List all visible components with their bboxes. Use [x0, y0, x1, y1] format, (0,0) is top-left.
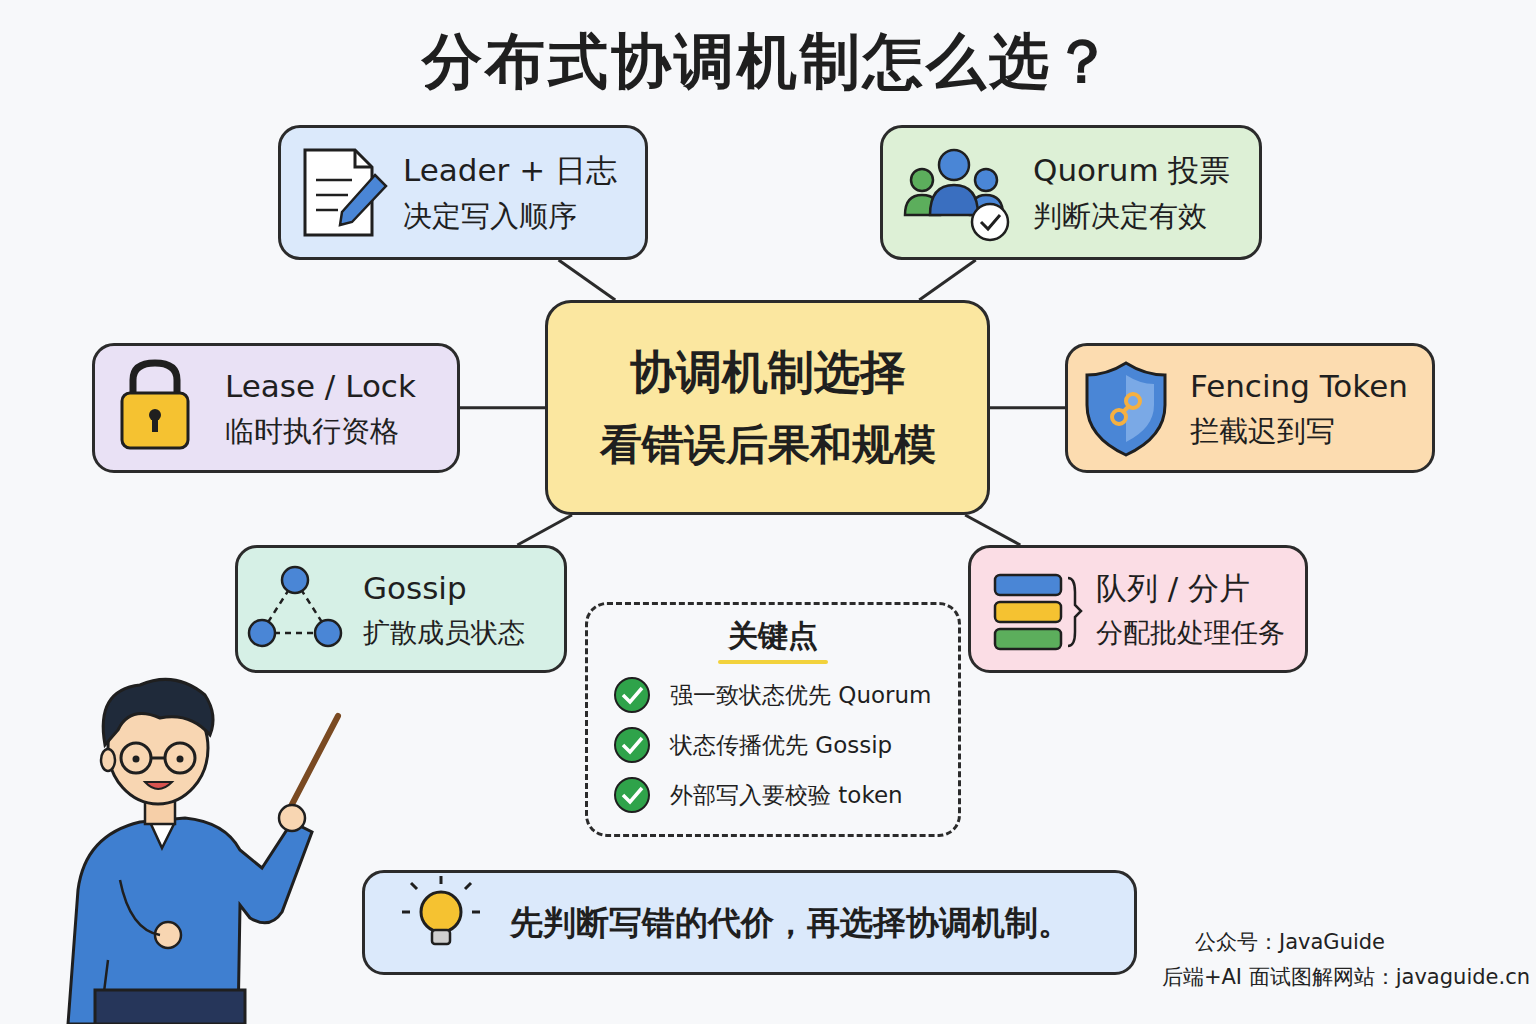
node-text: 外部写入要校验 token [670, 781, 903, 810]
watermark: 后端+AI 面试图解网站：javaguide.cn [1162, 963, 1530, 991]
node-heading: 先判断写错的代价，再选择协调机制。 [510, 902, 1071, 943]
node-text: 扩散成员状态 [363, 616, 525, 650]
connector [990, 407, 1065, 408]
node-text: 临时执行资格 [225, 413, 399, 449]
node-heading: Quorum 投票 [1033, 151, 1230, 190]
connector [919, 260, 975, 300]
connector [559, 260, 616, 300]
node-heading: Lease / Lock [225, 367, 416, 406]
connector [460, 407, 545, 408]
mechanism-box: Leader + 日志决定写入顺序 [278, 125, 648, 260]
check-icons [615, 678, 649, 812]
tip-box: 先判断写错的代价，再选择协调机制。 [362, 870, 1137, 975]
node-text: 看错误后果和规模 [600, 419, 936, 472]
node-heading: Gossip [363, 569, 467, 608]
node-heading: Fencing Token [1190, 367, 1408, 406]
node-heading: 关键点 [588, 617, 958, 655]
connector-line [990, 406, 1065, 409]
node-heading: Leader + 日志 [403, 151, 617, 190]
node-heading: 协调机制选择 [630, 344, 906, 402]
node-text: 拦截迟到写 [1190, 413, 1335, 449]
heading-underline [718, 660, 828, 664]
center-box: 协调机制选择看错误后果和规模 [545, 300, 990, 515]
connector-line [517, 515, 572, 545]
connector [517, 515, 572, 545]
node-text: 判断决定有效 [1033, 198, 1207, 234]
mechanism-box: Lease / Lock 临时执行资格 [92, 343, 460, 473]
mechanism-box: Gossip 扩散成员状态 [235, 545, 567, 673]
connector-line [965, 515, 1020, 545]
node-text: 状态传播优先 Gossip [670, 731, 892, 760]
mechanism-box: 队列 / 分片分配批处理任务 [968, 545, 1308, 673]
connector-line [919, 260, 975, 300]
node-text: 强一致状态优先 Quorum [670, 681, 932, 710]
watermark: 公众号：JavaGuide [1195, 928, 1385, 956]
node-heading: 队列 / 分片 [1096, 569, 1250, 608]
connector [965, 515, 1020, 545]
mechanism-box: Fencing Token 拦截迟到写 [1065, 343, 1435, 473]
connector-line [559, 260, 616, 300]
mechanism-box: Quorum 投票判断决定有效 [880, 125, 1262, 260]
connector-line [460, 406, 545, 409]
node-text: 分配批处理任务 [1096, 616, 1285, 650]
title: 分布式协调机制怎么选？ [0, 22, 1536, 103]
key-points-box: 关键点强一致状态优先 Quorum 状态传播优先 Gossip 外部写入要校验 to… [585, 602, 961, 837]
node-text: 决定写入顺序 [403, 198, 577, 234]
